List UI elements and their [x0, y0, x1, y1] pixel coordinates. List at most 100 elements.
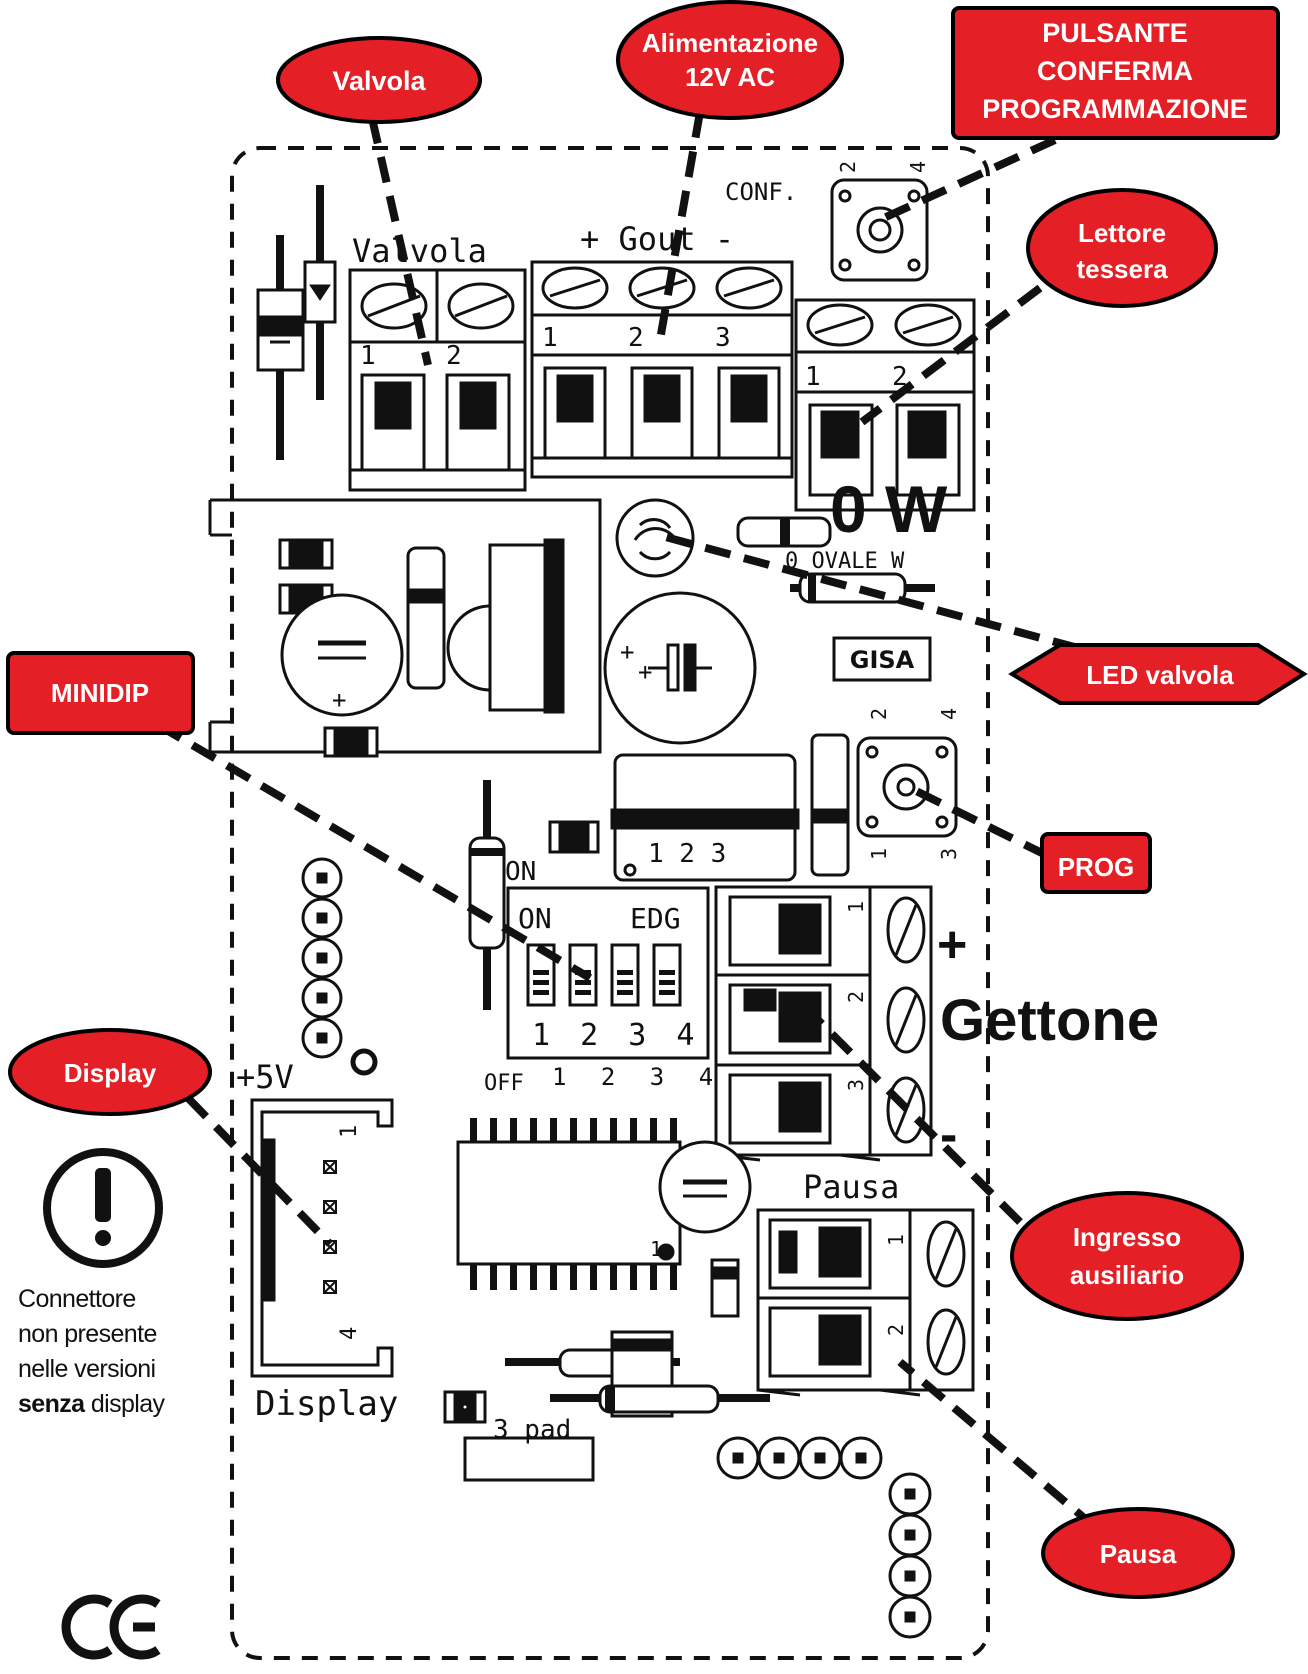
- callout-alimentazione: Alimentazione 12V AC: [616, 0, 844, 120]
- note-after-bold: display: [84, 1390, 165, 1418]
- silk-valvola-pin1: 1: [360, 341, 376, 371]
- callout-pausa: Pausa: [1041, 1507, 1235, 1599]
- diode-component: [256, 185, 337, 460]
- silk-relay-pins: 1 2 3: [648, 839, 726, 869]
- gisa-logo: GISA: [832, 636, 932, 682]
- silk-three-pad: 3 pad: [493, 1415, 571, 1445]
- silk-conf-label: CONF.: [725, 178, 797, 206]
- silk-valvola-pin2: 2: [446, 341, 462, 371]
- lettore-terminal-block: [794, 298, 976, 512]
- svg-text:ausiliario: ausiliario: [1070, 1260, 1184, 1290]
- silk-display-pin1: 1: [337, 1125, 362, 1138]
- svg-text:Valvola: Valvola: [332, 66, 426, 96]
- regulator-area: [208, 498, 602, 758]
- note-line2: non presente: [18, 1320, 157, 1348]
- minidip-switch: [506, 886, 710, 1060]
- pausa-terminal-block: [756, 1208, 975, 1397]
- silk-gout-pin3: 3: [715, 323, 731, 353]
- board-outline: [230, 146, 990, 1660]
- svg-text:PULSANTE: PULSANTE: [1042, 18, 1188, 48]
- svg-text:PROG: PROG: [1058, 852, 1135, 882]
- resistor-vertical: [468, 780, 506, 1010]
- exclamation-circle-icon: [43, 1148, 163, 1268]
- silk-cap-plus: +: [332, 686, 346, 714]
- prog-pushbutton: [856, 736, 958, 838]
- silk-gettone-pin3: 3: [844, 1079, 868, 1091]
- callout-valvola: Valvola: [276, 36, 482, 124]
- callout-lettore-tessera: Lettore tessera: [1026, 188, 1218, 308]
- note-line1: Connettore: [18, 1285, 136, 1313]
- silk-conf-pin4: 4: [906, 161, 930, 173]
- silk-dip-edg: EDG: [630, 902, 681, 935]
- bottom-resistors: [443, 1330, 770, 1482]
- relay-component: [548, 753, 800, 882]
- callout-led-valvola: LED valvola: [1008, 643, 1308, 705]
- note-line4: senza display: [18, 1387, 228, 1422]
- silk-bigcap-plus2: +: [638, 658, 652, 686]
- svg-text:Pausa: Pausa: [1100, 1539, 1177, 1569]
- svg-text:Ingresso: Ingresso: [1073, 1222, 1181, 1252]
- silk-gout-pin2: 2: [628, 323, 644, 353]
- leader-lines: [155, 111, 1099, 1532]
- silk-prog-pin4: 4: [937, 708, 961, 720]
- svg-text:MINIDIP: MINIDIP: [51, 678, 149, 708]
- callout-prog: PROG: [1040, 832, 1152, 894]
- silk-dip-numbers: 1 2 3 4: [532, 1018, 700, 1053]
- gout-terminal-block: [530, 260, 794, 479]
- svg-text:Display: Display: [64, 1058, 157, 1088]
- pin-header-corner: [716, 1436, 932, 1639]
- pin-header-vertical: [301, 857, 378, 1076]
- note-line3: nelle versioni: [18, 1355, 156, 1383]
- svg-text:12V AC: 12V AC: [685, 62, 775, 92]
- silk-gettone-pin1: 1: [844, 901, 868, 913]
- callout-minidip: MINIDIP: [6, 651, 195, 735]
- svg-text:LED valvola: LED valvola: [1086, 660, 1234, 690]
- svg-text:Lettore: Lettore: [1078, 218, 1166, 248]
- silk-prog-pin3: 3: [937, 848, 961, 860]
- svg-text:Alimentazione: Alimentazione: [642, 28, 818, 58]
- silk-ovale-w: 0 OVALE W: [785, 549, 905, 574]
- silk-dip-on: ON: [518, 902, 552, 935]
- gettone-plus: +: [937, 916, 967, 974]
- silk-gout-label: + Gout -: [580, 220, 734, 258]
- silk-display-pin4: 4: [337, 1327, 362, 1340]
- small-capacitor: [658, 1140, 752, 1318]
- silk-pausa-pin2: 2: [884, 1324, 908, 1336]
- silk-ic-pin1: 1: [650, 1237, 662, 1261]
- callout-ingresso-ausiliario: Ingresso ausiliario: [1010, 1191, 1244, 1321]
- display-connector: [250, 1098, 394, 1378]
- silk-off-label: OFF: [484, 1071, 524, 1096]
- silk-on-outer: ON: [505, 857, 536, 887]
- ic-chip: [456, 1118, 682, 1290]
- note-bold-word: senza: [18, 1390, 85, 1418]
- gettone-terminal-block: [714, 885, 933, 1162]
- svg-text:PROGRAMMAZIONE: PROGRAMMAZIONE: [982, 94, 1248, 124]
- silk-valvola-label: Valvola: [352, 232, 487, 270]
- silk-plus5v: +5V: [236, 1058, 294, 1096]
- ow-big-label: 0 W: [830, 472, 948, 546]
- svg-text:CONFERMA: CONFERMA: [1037, 56, 1193, 86]
- electrolytic-capacitor: [603, 591, 757, 745]
- svg-text:tessera: tessera: [1076, 254, 1168, 284]
- capacitor-vertical: [810, 733, 850, 877]
- silk-bigcap-plus: +: [620, 638, 634, 666]
- silk-display-label: Display: [255, 1384, 398, 1424]
- valvola-terminal-block: [348, 268, 527, 492]
- silk-lettore-pin2: 2: [892, 362, 908, 392]
- silk-off-numbers: 1 2 3 4: [552, 1063, 723, 1091]
- silk-prog-pin1: 1: [867, 848, 891, 860]
- conf-pushbutton: [830, 178, 929, 282]
- silk-conf-pin2: 2: [836, 161, 860, 173]
- ce-mark-icon: [61, 1594, 161, 1660]
- silk-pausa-pin1: 1: [884, 1234, 908, 1246]
- silk-pausa-label: Pausa: [803, 1168, 899, 1206]
- silk-lettore-pin1: 1: [805, 362, 821, 392]
- connector-warning-note: Connettore non presente nelle versioni s…: [18, 1282, 228, 1422]
- callout-pulsante-conferma: PULSANTE CONFERMA PROGRAMMAZIONE: [951, 6, 1280, 140]
- svg-text:GISA: GISA: [850, 646, 915, 674]
- silk-gout-pin1: 1: [542, 323, 558, 353]
- gettone-label: Gettone: [940, 988, 1159, 1053]
- callout-display: Display: [8, 1028, 212, 1116]
- silk-prog-pin2: 2: [867, 708, 891, 720]
